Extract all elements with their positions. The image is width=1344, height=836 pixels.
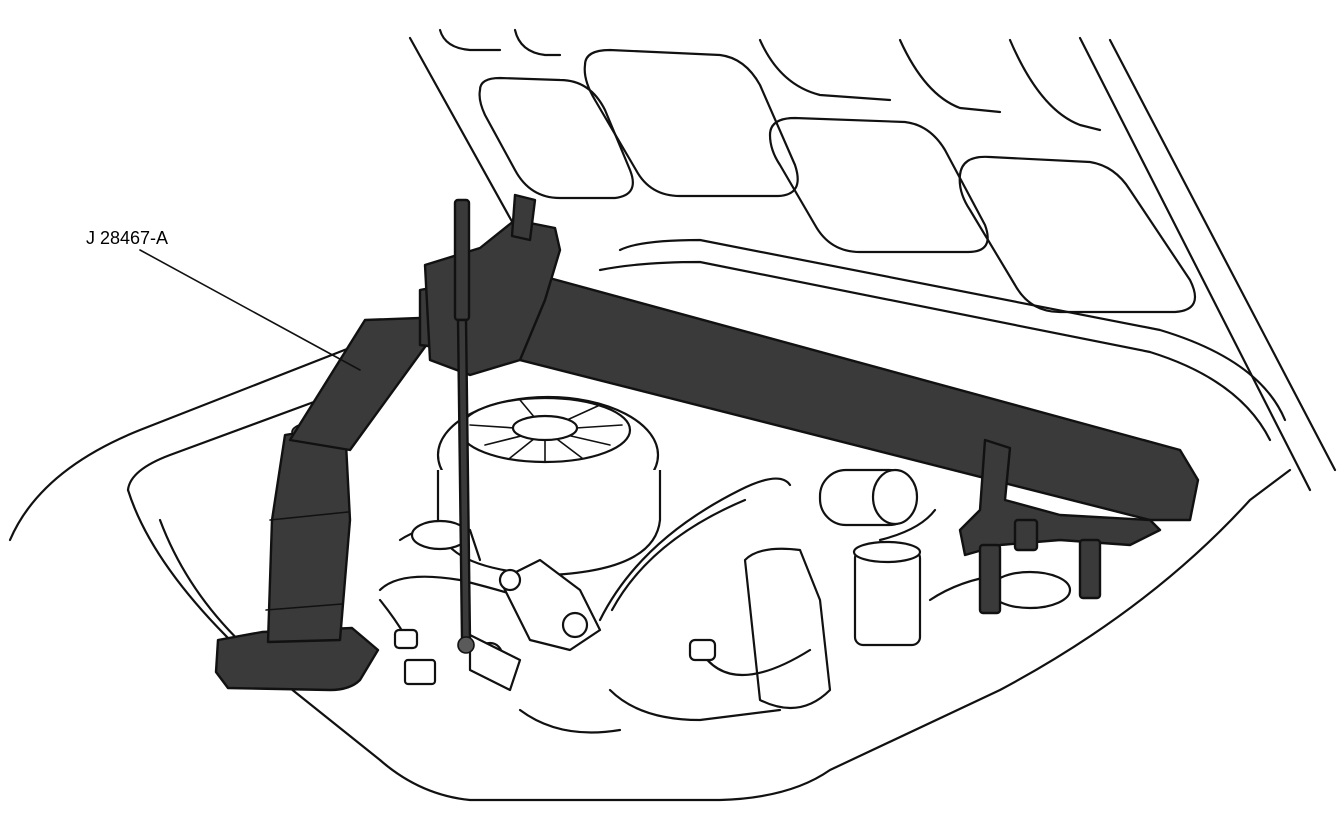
air-cleaner-wingnut bbox=[511, 414, 579, 442]
callout-label: J 28467-A bbox=[86, 228, 168, 248]
hose bbox=[610, 498, 747, 612]
hood-panel-opening bbox=[768, 116, 989, 254]
tool-adjust-screw bbox=[453, 198, 471, 322]
hood-panel-opening bbox=[478, 76, 634, 200]
raised-hood bbox=[408, 28, 1337, 492]
hood-panel-opening bbox=[958, 155, 1197, 314]
hose bbox=[598, 477, 792, 622]
fender-outline bbox=[8, 338, 1292, 802]
tool-left-foot bbox=[214, 626, 380, 692]
throttle-linkage bbox=[468, 558, 602, 692]
hood-panel-opening bbox=[438, 28, 502, 52]
callout-leader-line bbox=[139, 249, 361, 371]
engine-support-tool bbox=[214, 193, 1200, 692]
hood-panel-opening bbox=[513, 28, 562, 57]
fluid-reservoir bbox=[853, 548, 922, 647]
engine-block bbox=[743, 547, 832, 710]
hood-panel-opening bbox=[583, 48, 799, 198]
tool-right-bracket bbox=[958, 438, 1162, 557]
callout: J 28467-A bbox=[86, 228, 361, 371]
tool-left-arm bbox=[288, 316, 432, 452]
